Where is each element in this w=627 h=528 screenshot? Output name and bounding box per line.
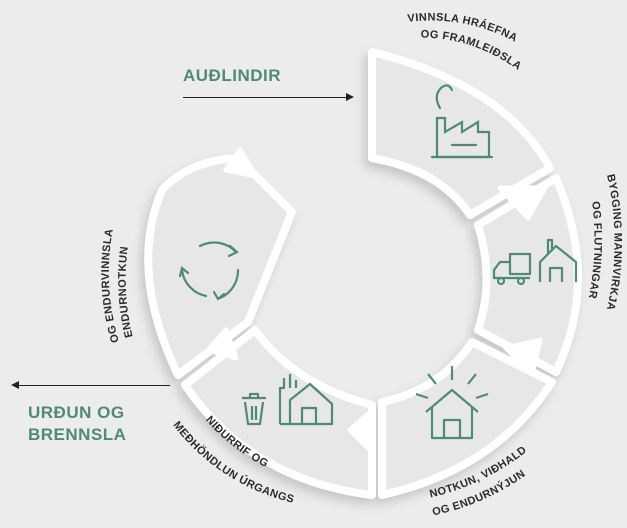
trash-building-icon (242, 374, 334, 426)
output-label-line1: URÐUN OG (28, 403, 125, 422)
recycle-arrows-icon (178, 241, 240, 301)
output-arrow (11, 381, 170, 389)
stage-label-construction-line2: OG FLUTNINGAR (586, 201, 604, 300)
connector-arrow-3 (347, 411, 371, 451)
input-label-resources: AUÐLINDIR (183, 66, 281, 85)
segment-use (378, 338, 556, 499)
house-burst-icon (415, 366, 489, 440)
output-label-disposal: URÐUN OG BRENNSLA (28, 402, 126, 446)
input-arrow (183, 93, 354, 101)
connector-arrow-4 (205, 327, 239, 361)
segment-demolition (181, 326, 376, 499)
factory-icon (430, 84, 494, 159)
connector-arrow-5 (223, 147, 259, 179)
stage-label-recycling-line1: ENDURNOTKUN (117, 246, 136, 339)
connector-arrow-1 (497, 185, 548, 221)
stage-label-construction-line1: BYGGING MANNVIRKJA (604, 173, 624, 312)
output-label-line2: BRENNSLA (28, 425, 127, 444)
segment-recycling (144, 154, 296, 379)
truck-house-icon (492, 238, 578, 286)
connector-arrow-2 (503, 337, 543, 377)
